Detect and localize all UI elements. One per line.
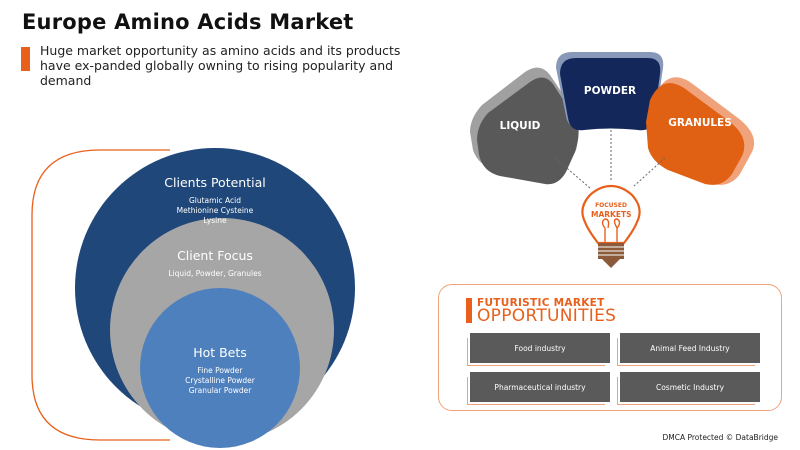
clients-potential-item: Glutamic Acid	[188, 196, 242, 205]
hot-bets-title: Hot Bets	[193, 345, 247, 360]
light-bulb-icon	[581, 184, 641, 268]
clients-potential-item: Lysine	[203, 216, 227, 225]
hot-bets-item: Fine Powder	[197, 366, 243, 375]
opportunities-panel	[438, 284, 782, 411]
opportunities-title-line1: FUTURISTIC MARKET	[477, 297, 605, 309]
opportunity-food: Food industry	[470, 333, 610, 363]
opportunity-cosmetic: Cosmetic Industry	[620, 372, 760, 402]
granules-label: GRANULES	[668, 117, 732, 129]
liquid-petal	[470, 67, 579, 185]
hot-bets-item: Granular Powder	[188, 386, 252, 395]
powder-petal	[556, 52, 664, 131]
clients-potential-item: Methionine Cysteine	[176, 206, 254, 215]
opportunity-animal-feed: Animal Feed Industry	[620, 333, 760, 363]
clients-potential-title: Clients Potential	[164, 175, 266, 190]
hot-bets-circle	[140, 288, 300, 448]
opportunity-pharmaceutical: Pharmaceutical industry	[470, 372, 610, 402]
client-focus-title: Client Focus	[177, 248, 253, 263]
client-focus-item: Liquid, Powder, Granules	[168, 269, 262, 278]
client-focus-block: Client Focus Liquid, Powder, Granules	[145, 248, 285, 279]
dmca-footer: DMCA Protected © DataBridge	[662, 433, 778, 442]
markets-text: MARKETS	[591, 210, 632, 219]
focused-markets-label: FOCUSED MARKETS	[591, 201, 632, 219]
subtitle-accent-bar	[21, 47, 30, 71]
granules-petal	[646, 77, 755, 185]
hot-bets-block: Hot Bets Fine Powder Crystalline Powder …	[150, 345, 290, 396]
opportunities-title-line2: OPPORTUNITIES	[477, 306, 617, 326]
orange-outline	[31, 149, 170, 441]
page-subtitle: Huge market opportunity as amino acids a…	[40, 43, 401, 88]
clients-potential-block: Clients Potential Glutamic Acid Methioni…	[145, 175, 285, 226]
opportunities-accent-bar	[466, 298, 472, 323]
hot-bets-item: Crystalline Powder	[185, 376, 255, 385]
powder-label: POWDER	[583, 85, 637, 97]
liquid-label: LIQUID	[499, 120, 541, 132]
page-title: Europe Amino Acids Market	[22, 10, 354, 34]
focused-text: FOCUSED	[595, 202, 627, 209]
